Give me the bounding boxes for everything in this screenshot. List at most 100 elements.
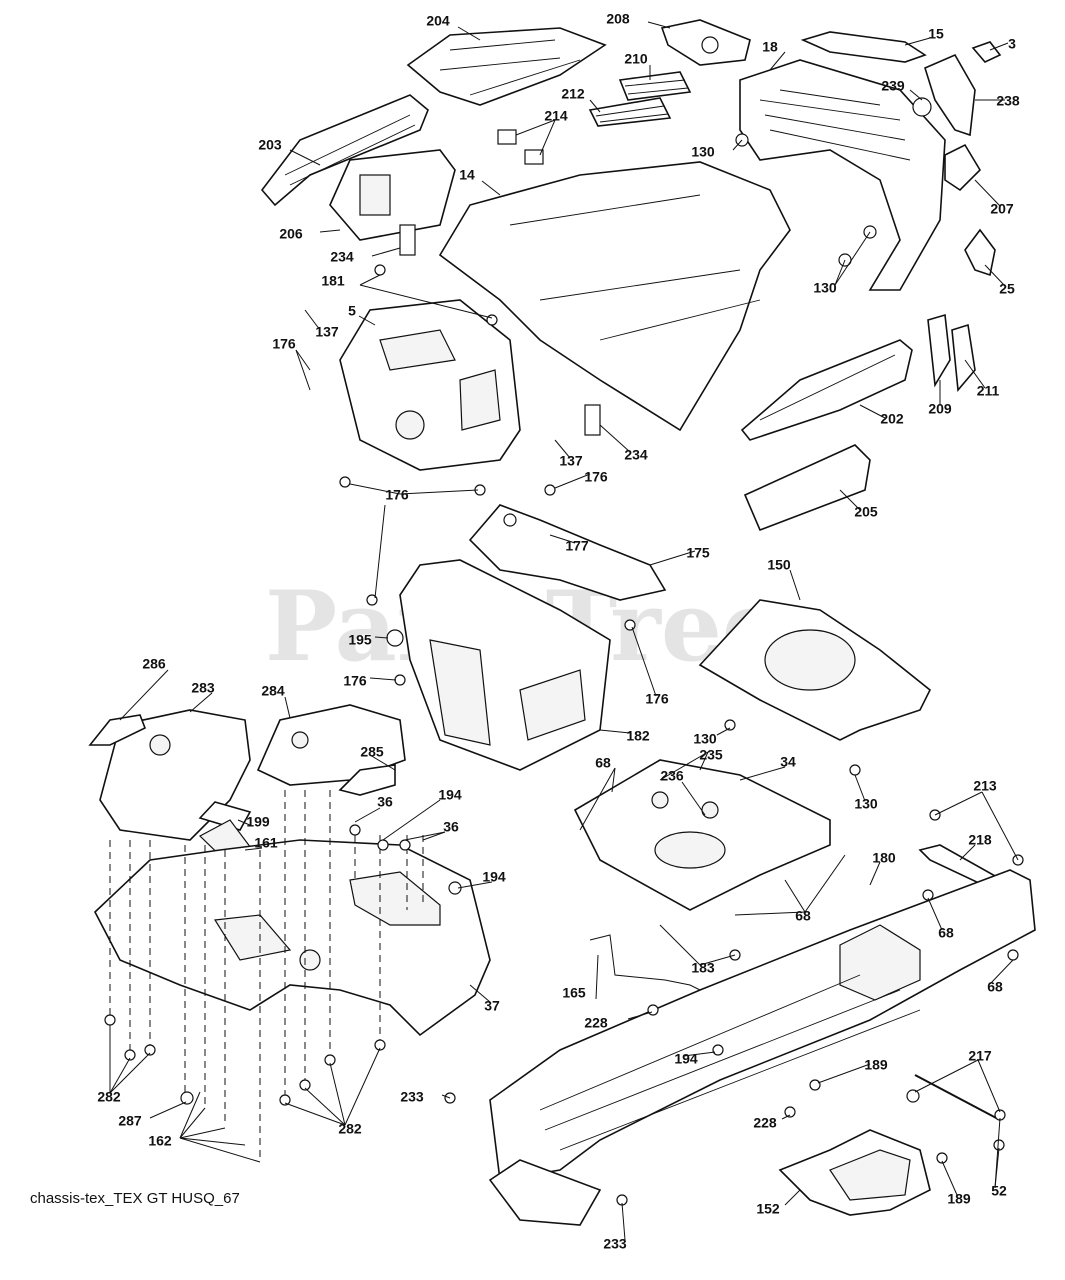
callout-239[interactable]: 239 bbox=[881, 78, 905, 94]
callout-130[interactable]: 130 bbox=[813, 280, 837, 296]
callout-206[interactable]: 206 bbox=[279, 226, 303, 242]
callout-283[interactable]: 283 bbox=[191, 680, 215, 696]
callout-181[interactable]: 181 bbox=[321, 273, 345, 289]
frame-180 bbox=[488, 869, 1036, 1226]
grille-bracket-208 bbox=[660, 19, 751, 66]
callout-68[interactable]: 68 bbox=[938, 925, 954, 941]
callout-199[interactable]: 199 bbox=[246, 814, 270, 830]
callout-52[interactable]: 52 bbox=[991, 1183, 1007, 1199]
bracket-209-211 bbox=[927, 313, 976, 392]
vent-210 bbox=[618, 71, 692, 101]
callout-182[interactable]: 182 bbox=[626, 728, 650, 744]
emblem-3 bbox=[971, 41, 1002, 63]
headlight-207 bbox=[944, 143, 982, 192]
callout-162[interactable]: 162 bbox=[148, 1133, 172, 1149]
callout-228[interactable]: 228 bbox=[584, 1015, 608, 1031]
callout-176[interactable]: 176 bbox=[385, 487, 409, 503]
callout-233[interactable]: 233 bbox=[603, 1236, 627, 1252]
rod-165 bbox=[589, 934, 701, 991]
bracket-206 bbox=[329, 149, 456, 241]
callout-282[interactable]: 282 bbox=[338, 1121, 362, 1137]
badge-239 bbox=[912, 97, 932, 117]
callout-161[interactable]: 161 bbox=[254, 835, 278, 851]
callout-130[interactable]: 130 bbox=[693, 731, 717, 747]
callout-235[interactable]: 235 bbox=[699, 747, 723, 763]
callout-137[interactable]: 137 bbox=[559, 453, 583, 469]
callout-194[interactable]: 194 bbox=[674, 1051, 698, 1067]
steering-tower-182 bbox=[399, 559, 611, 771]
emblem-15 bbox=[800, 31, 927, 63]
callout-282[interactable]: 282 bbox=[97, 1089, 121, 1105]
diagram-caption: chassis-tex_TEX GT HUSQ_67 bbox=[30, 1190, 240, 1207]
callout-176[interactable]: 176 bbox=[584, 469, 608, 485]
callout-36[interactable]: 36 bbox=[443, 819, 459, 835]
callout-177[interactable]: 177 bbox=[565, 538, 589, 554]
callout-234[interactable]: 234 bbox=[330, 249, 354, 265]
callout-210[interactable]: 210 bbox=[624, 51, 648, 67]
callout-211[interactable]: 211 bbox=[977, 383, 1000, 399]
callout-176[interactable]: 176 bbox=[343, 673, 367, 689]
callout-176[interactable]: 176 bbox=[645, 691, 669, 707]
grille-trim-202 bbox=[740, 339, 913, 441]
callout-36[interactable]: 36 bbox=[377, 794, 393, 810]
callout-194[interactable]: 194 bbox=[438, 787, 462, 803]
callout-204[interactable]: 204 bbox=[426, 13, 450, 29]
callout-165[interactable]: 165 bbox=[562, 985, 586, 1001]
callout-208[interactable]: 208 bbox=[606, 11, 630, 27]
callout-234[interactable]: 234 bbox=[624, 447, 648, 463]
lens-25 bbox=[964, 228, 996, 277]
callout-189[interactable]: 189 bbox=[864, 1057, 888, 1073]
callout-5[interactable]: 5 bbox=[348, 303, 356, 319]
callout-175[interactable]: 175 bbox=[686, 545, 710, 561]
callout-207[interactable]: 207 bbox=[990, 201, 1014, 217]
callout-180[interactable]: 180 bbox=[872, 850, 896, 866]
side-panel-238 bbox=[924, 53, 976, 137]
callout-18[interactable]: 18 bbox=[762, 39, 778, 55]
callout-233[interactable]: 233 bbox=[400, 1089, 424, 1105]
callout-25[interactable]: 25 bbox=[999, 281, 1015, 297]
handle-285 bbox=[338, 764, 396, 796]
callout-238[interactable]: 238 bbox=[996, 93, 1020, 109]
callout-68[interactable]: 68 bbox=[595, 755, 611, 771]
callout-15[interactable]: 15 bbox=[928, 26, 944, 42]
hood-top-panel bbox=[406, 27, 607, 106]
callout-209[interactable]: 209 bbox=[928, 401, 952, 417]
callout-214[interactable]: 214 bbox=[544, 108, 568, 124]
callout-236[interactable]: 236 bbox=[660, 768, 684, 784]
callout-217[interactable]: 217 bbox=[968, 1048, 992, 1064]
callout-183[interactable]: 183 bbox=[691, 960, 715, 976]
panel-205 bbox=[743, 444, 871, 532]
callout-150[interactable]: 150 bbox=[767, 557, 791, 573]
callout-3[interactable]: 3 bbox=[1008, 36, 1016, 52]
callout-68[interactable]: 68 bbox=[987, 979, 1003, 995]
callout-202[interactable]: 202 bbox=[880, 411, 904, 427]
callout-130[interactable]: 130 bbox=[854, 796, 878, 812]
callout-152[interactable]: 152 bbox=[756, 1201, 780, 1217]
callout-176[interactable]: 176 bbox=[272, 336, 296, 352]
callout-228[interactable]: 228 bbox=[753, 1115, 777, 1131]
callout-203[interactable]: 203 bbox=[258, 137, 282, 153]
callout-189[interactable]: 189 bbox=[947, 1191, 971, 1207]
callout-205[interactable]: 205 bbox=[854, 504, 878, 520]
callout-195[interactable]: 195 bbox=[348, 632, 372, 648]
callout-218[interactable]: 218 bbox=[968, 832, 992, 848]
callout-212[interactable]: 212 bbox=[561, 86, 585, 102]
callout-34[interactable]: 34 bbox=[780, 754, 796, 770]
vent-212 bbox=[588, 97, 672, 127]
callout-137[interactable]: 137 bbox=[315, 324, 339, 340]
grille-insert-203 bbox=[260, 94, 429, 207]
callout-14[interactable]: 14 bbox=[459, 167, 475, 183]
callout-37[interactable]: 37 bbox=[484, 998, 500, 1014]
dash-support-175 bbox=[468, 504, 667, 601]
callout-284[interactable]: 284 bbox=[261, 683, 285, 699]
callout-194[interactable]: 194 bbox=[482, 869, 506, 885]
callout-213[interactable]: 213 bbox=[973, 778, 997, 794]
callout-68[interactable]: 68 bbox=[795, 908, 811, 924]
clip-214 bbox=[497, 129, 544, 165]
alignment-lines bbox=[109, 790, 424, 1160]
callout-286[interactable]: 286 bbox=[142, 656, 166, 672]
callout-130[interactable]: 130 bbox=[691, 144, 715, 160]
console-284 bbox=[256, 704, 406, 786]
callout-285[interactable]: 285 bbox=[360, 744, 384, 760]
callout-287[interactable]: 287 bbox=[118, 1113, 142, 1129]
